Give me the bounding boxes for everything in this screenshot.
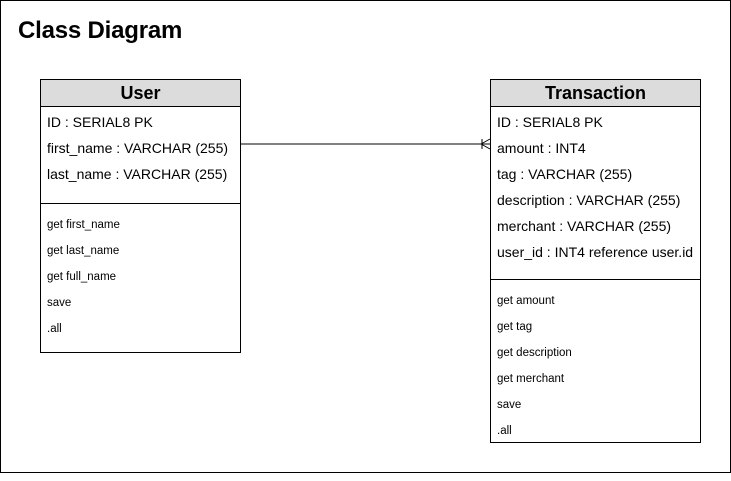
class-user-methods: get first_name get last_name get full_na… [41,204,240,342]
diagram-title: Class Diagram [18,17,183,44]
attribute-transaction-tag: tag : VARCHAR (255) [497,166,633,182]
crows-foot-icon [480,138,491,150]
method-user-get-first-name: get first_name [47,219,120,231]
class-user[interactable]: User ID : SERIAL8 PK first_name : VARCHA… [40,79,241,353]
method-user-save: save [47,297,72,309]
class-transaction[interactable]: Transaction ID : SERIAL8 PK amount : INT… [490,79,701,443]
method-transaction-all: .all [497,425,512,437]
method-transaction-get-merchant: get merchant [497,373,565,385]
attribute-transaction-merchant: merchant : VARCHAR (255) [497,218,672,234]
method-transaction-save: save [497,399,522,411]
attribute-transaction-description: description : VARCHAR (255) [497,192,681,208]
attribute-transaction-id: ID : SERIAL8 PK [497,114,603,130]
class-transaction-methods: get amount get tag get description get m… [491,280,700,444]
attribute-user-first-name: first_name : VARCHAR (255) [47,140,229,156]
attribute-transaction-amount: amount : INT4 [497,140,586,156]
attribute-user-id: ID : SERIAL8 PK [47,114,153,130]
class-transaction-attributes: ID : SERIAL8 PK amount : INT4 tag : VARC… [491,107,700,280]
method-user-get-full-name: get full_name [47,271,117,283]
class-user-name: User [41,80,240,107]
class-transaction-name: Transaction [491,80,700,107]
method-user-all: .all [47,323,62,335]
method-user-get-last-name: get last_name [47,245,120,257]
method-transaction-get-tag: get tag [497,321,533,333]
attribute-user-last-name: last_name : VARCHAR (255) [47,166,228,182]
method-transaction-get-description: get description [497,347,572,359]
attribute-transaction-user-id: user_id : INT4 reference user.id [497,244,694,260]
method-transaction-get-amount: get amount [497,295,555,307]
class-user-attributes: ID : SERIAL8 PK first_name : VARCHAR (25… [41,107,240,204]
